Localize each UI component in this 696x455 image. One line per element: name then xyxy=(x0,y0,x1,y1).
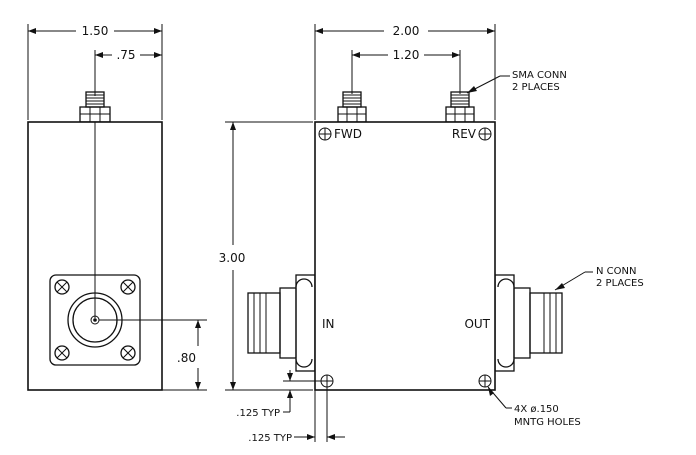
note-n-line2: 2 PLACES xyxy=(596,278,644,289)
dim-side-offset: .75 xyxy=(116,48,135,62)
note-sma-line2: 2 PLACES xyxy=(512,82,560,93)
front-view-body xyxy=(314,121,496,391)
side-n-connector-face xyxy=(49,274,141,366)
in-n-connector xyxy=(247,274,316,372)
dim-side-width: 1.50 xyxy=(82,24,109,38)
fwd-sma-connector xyxy=(337,91,367,123)
front-view: 2.00 1.20 xyxy=(219,24,644,444)
screw-icon xyxy=(120,345,136,361)
label-fwd: FWD xyxy=(334,127,362,141)
label-rev: REV xyxy=(452,127,477,141)
note-sma-line1: SMA CONN xyxy=(512,70,567,81)
fwd-port-icon xyxy=(318,127,332,141)
screw-icon xyxy=(54,345,70,361)
screw-icon xyxy=(54,279,70,295)
mounting-hole-icon xyxy=(320,374,334,388)
out-n-connector xyxy=(494,274,563,372)
side-sma-connector xyxy=(79,91,111,123)
note-n-line1: N CONN xyxy=(596,266,636,277)
dim-hole-y: .125 TYP xyxy=(236,408,280,419)
label-in: IN xyxy=(322,317,335,331)
dim-front-width: 2.00 xyxy=(393,24,420,38)
rev-sma-connector xyxy=(445,91,475,123)
dim-height: 3.00 xyxy=(219,251,246,265)
mounting-hole-icon xyxy=(478,374,492,388)
note-holes-line2: MNTG HOLES xyxy=(514,417,581,428)
dim-conn-height: .80 xyxy=(177,351,196,365)
rev-port-icon xyxy=(478,127,492,141)
label-out: OUT xyxy=(464,317,490,331)
note-holes-line1: 4X ø.150 xyxy=(514,404,559,415)
dim-hole-x: .125 TYP xyxy=(248,433,292,444)
dim-sma-spacing: 1.20 xyxy=(393,48,420,62)
side-view: 1.50 .75 xyxy=(27,24,207,391)
screw-icon xyxy=(120,279,136,295)
